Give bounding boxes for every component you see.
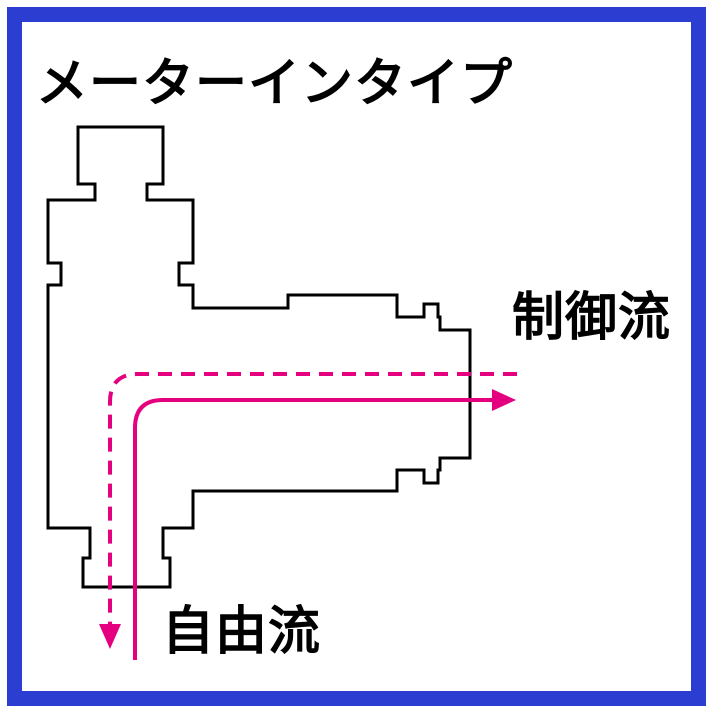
free-flow-arrowhead bbox=[99, 624, 121, 649]
diagram-title: メーターインタイプ bbox=[36, 54, 514, 114]
fitting-outline bbox=[46, 125, 472, 589]
controlled-flow-label: 制御流 bbox=[512, 288, 672, 348]
free-flow-line bbox=[108, 372, 517, 626]
controlled-flow-arrowhead bbox=[492, 389, 516, 411]
controlled-flow-line bbox=[133, 398, 494, 660]
free-flow-label: 自由流 bbox=[162, 602, 322, 662]
